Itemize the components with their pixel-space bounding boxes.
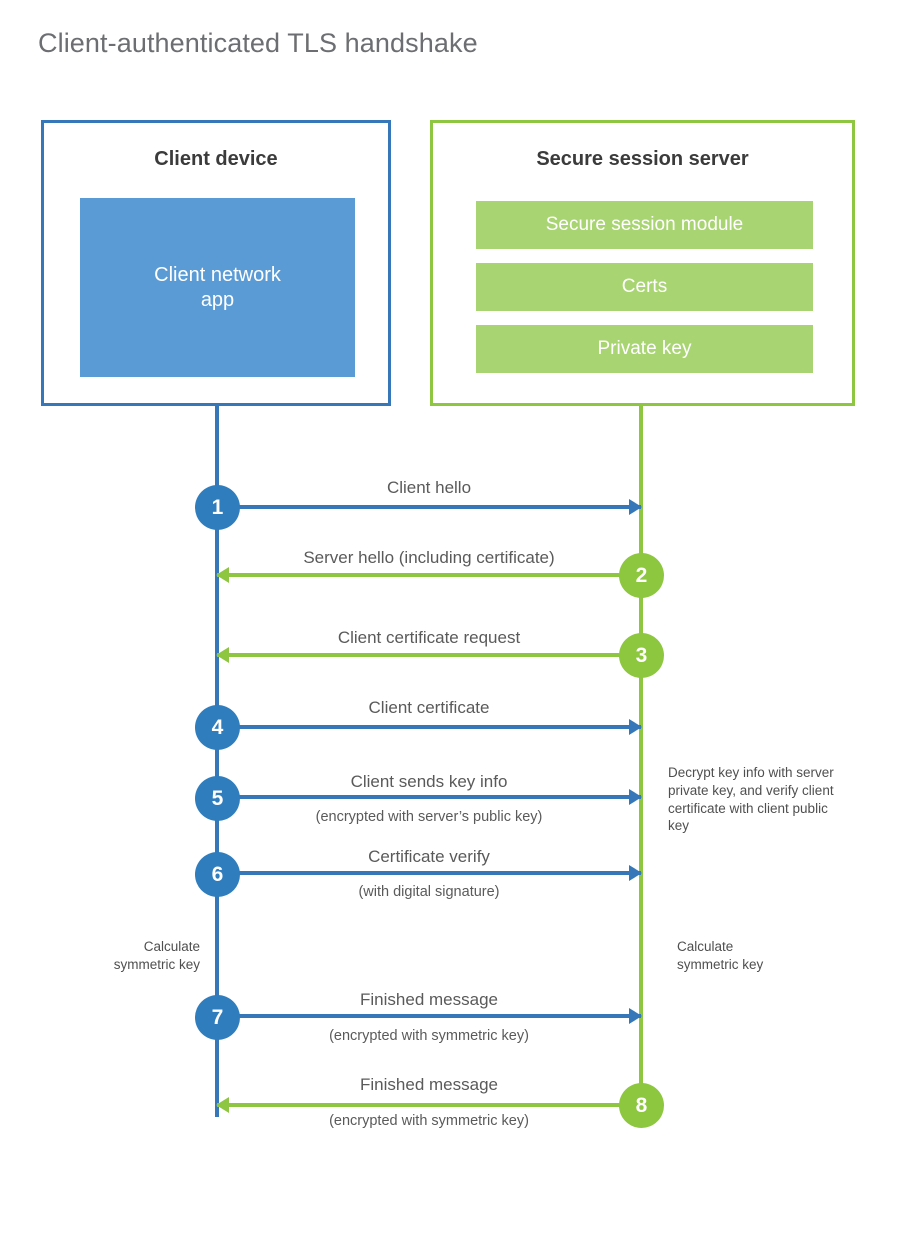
arrowhead-right-icon xyxy=(629,789,642,805)
arrow-line xyxy=(217,653,641,657)
server-lifeline xyxy=(639,405,643,1105)
label-step-3: Client certificate request xyxy=(337,628,521,647)
secure-session-server-box: Secure session server Secure session mod… xyxy=(430,120,855,406)
arrow-line xyxy=(217,1103,641,1107)
step-circle-8[interactable]: 8 xyxy=(619,1083,664,1128)
note-server-decrypt: Decrypt key info with server private key… xyxy=(668,765,834,834)
secure-session-server-title: Secure session server xyxy=(536,148,749,170)
step-circle-5[interactable]: 5 xyxy=(195,776,240,821)
arrowhead-right-icon xyxy=(629,1008,642,1024)
server-block-certs: Certs xyxy=(476,263,813,311)
page-title: Client-authenticated TLS handshake xyxy=(38,28,478,58)
step-circle-1[interactable]: 1 xyxy=(195,485,240,530)
arrowhead-left-icon xyxy=(216,1097,229,1113)
arrow-line xyxy=(217,505,641,509)
label-step-5: Client sends key info xyxy=(350,772,508,791)
step-circle-4[interactable]: 4 xyxy=(195,705,240,750)
step-circle-3[interactable]: 3 xyxy=(619,633,664,678)
sublabel-step-7: (encrypted with symmetric key) xyxy=(329,1028,529,1044)
label-step-1: Client hello xyxy=(386,478,472,497)
sublabel-step-6: (with digital signature) xyxy=(358,884,500,900)
arrow-line xyxy=(217,573,641,577)
sublabel-step-5: (encrypted with server’s public key) xyxy=(315,809,543,825)
sublabel-step-8: (encrypted with symmetric key) xyxy=(329,1113,529,1129)
arrow-line xyxy=(217,725,641,729)
arrowhead-right-icon xyxy=(629,719,642,735)
arrowhead-left-icon xyxy=(216,647,229,663)
arrow-line xyxy=(217,1014,641,1018)
client-device-title: Client device xyxy=(154,148,278,170)
server-block-private-key: Private key xyxy=(476,325,813,373)
server-block-secure-session-module: Secure session module xyxy=(476,201,813,249)
arrowhead-left-icon xyxy=(216,567,229,583)
label-step-6: Certificate verify xyxy=(368,847,490,866)
label-step-2: Server hello (including certificate) xyxy=(303,548,555,567)
label-step-8: Finished message xyxy=(360,1075,498,1094)
arrow-line xyxy=(217,795,641,799)
step-circle-6[interactable]: 6 xyxy=(195,852,240,897)
step-circle-2[interactable]: 2 xyxy=(619,553,664,598)
label-step-4: Client certificate xyxy=(368,698,490,717)
arrowhead-right-icon xyxy=(629,865,642,881)
label-step-7: Finished message xyxy=(360,990,498,1009)
step-circle-7[interactable]: 7 xyxy=(195,995,240,1040)
arrowhead-right-icon xyxy=(629,499,642,515)
client-lifeline xyxy=(215,405,219,1117)
arrow-line xyxy=(217,871,641,875)
